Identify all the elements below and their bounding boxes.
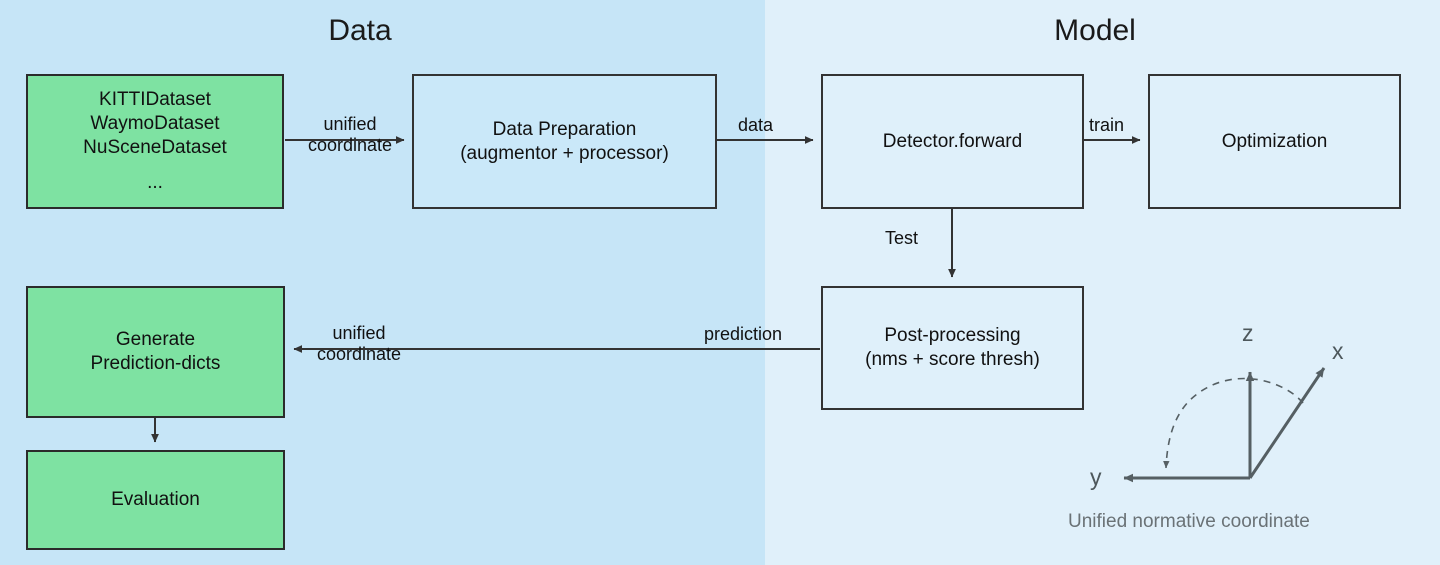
edge-label-coordinate-2: coordinate [316,343,402,364]
node-detector-forward[interactable]: Detector.forward [821,74,1084,209]
node-post-processing-line1: Post-processing [884,325,1021,347]
node-datasets-line3: NuSceneDataset [83,136,227,158]
node-generate-prediction-dicts[interactable]: Generate Prediction-dicts [26,286,285,418]
node-evaluation-label: Evaluation [111,489,200,511]
edge-label-unified-2: unified [332,323,386,343]
node-datasets-line1: KITTIDataset [99,88,211,110]
node-data-preparation-line1: Data Preparation [492,118,637,140]
node-datasets[interactable]: KITTIDataset WaymoDataset NuSceneDataset… [26,74,284,209]
edge-label-coordinate-1: coordinate [307,134,393,155]
edge-label-unified-coordinate-top: unified coordinate [296,114,404,155]
node-datasets-line2: WaymoDataset [90,112,220,134]
edge-label-test: Test [885,228,919,248]
axis-label-z: z [1242,320,1254,346]
coordinate-system-caption: Unified normative coordinate [1068,511,1310,532]
node-datasets-line4: ... [147,172,163,194]
node-evaluation[interactable]: Evaluation [26,450,285,550]
node-generate-line2: Prediction-dicts [90,353,221,374]
node-optimization-label: Optimization [1221,130,1328,152]
axis-label-x: x [1332,338,1344,364]
node-post-processing[interactable]: Post-processing (nms + score thresh) [821,286,1084,410]
node-data-preparation[interactable]: Data Preparation (augmentor + processor) [412,74,717,209]
edge-label-prediction: prediction [704,324,783,344]
node-data-preparation-line2: (augmentor + processor) [460,142,669,164]
node-optimization[interactable]: Optimization [1148,74,1401,209]
edge-label-train: train [1089,115,1125,135]
node-detector-forward-label: Detector.forward [882,130,1023,152]
section-title-data: Data [328,14,392,47]
edge-label-unified-1: unified [323,114,377,134]
node-post-processing-line2: (nms + score thresh) [865,349,1040,370]
section-title-model: Model [1054,14,1136,47]
axis-label-y: y [1090,464,1102,490]
node-generate-line1: Generate [115,329,196,351]
edge-label-unified-coordinate-bottom: unified coordinate [296,323,422,364]
edge-label-data: data [738,115,774,135]
